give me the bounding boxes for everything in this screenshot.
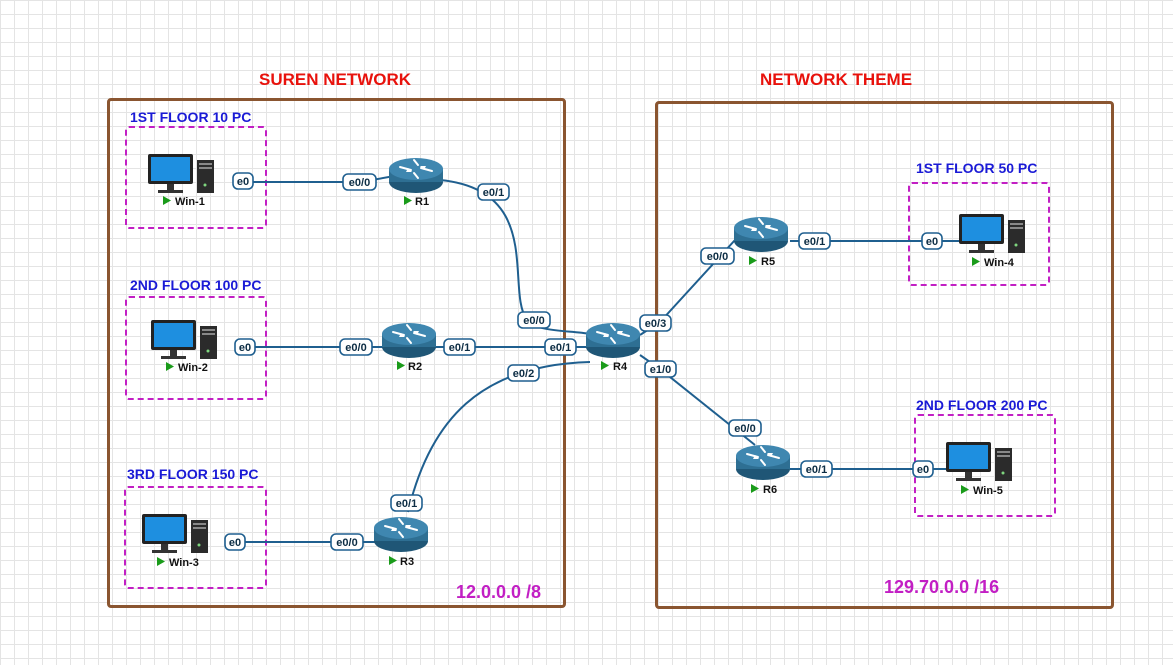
right-subnet-label: 129.70.0.0 /16 (884, 577, 1000, 597)
port-r1-e01[interactable]: e0/1 (477, 183, 510, 201)
floor-label-2: 2ND FLOOR 100 PC (130, 277, 262, 293)
port-r5-e00[interactable]: e0/0 (700, 247, 735, 265)
svg-text:e0/1: e0/1 (806, 464, 827, 476)
svg-text:e0/0: e0/0 (345, 342, 366, 354)
svg-text:e0/1: e0/1 (396, 498, 417, 510)
svg-text:e0/1: e0/1 (483, 187, 504, 199)
left-subnet-label: 12.0.0.0 /8 (456, 582, 542, 602)
svg-text:e0/0: e0/0 (734, 423, 755, 435)
port-r4-e03[interactable]: e0/3 (639, 314, 672, 332)
run-indicator-icon (157, 557, 165, 566)
left-network-title: SUREN NETWORK (259, 70, 412, 89)
run-indicator-icon (389, 556, 397, 565)
pc-win2[interactable] (151, 320, 217, 359)
run-indicator-icon (972, 257, 980, 266)
port-r4-e10[interactable]: e1/0 (644, 360, 677, 378)
label-r2: R2 (408, 361, 422, 373)
run-indicator-icon (751, 484, 759, 493)
label-win4: Win-4 (984, 257, 1015, 269)
router-r6[interactable] (735, 444, 791, 481)
router-r2[interactable] (381, 322, 437, 359)
port-win5-e0[interactable]: e0 (912, 460, 934, 478)
run-indicator-icon (961, 485, 969, 494)
svg-text:e0/2: e0/2 (513, 368, 534, 380)
svg-text:e0/0: e0/0 (523, 315, 544, 327)
floor-label-5: 2ND FLOOR 200 PC (916, 397, 1048, 413)
svg-text:e0: e0 (229, 537, 241, 549)
port-r4-e01[interactable]: e0/1 (544, 338, 577, 356)
port-win4-e0[interactable]: e0 (921, 232, 943, 250)
port-r1-e00[interactable]: e0/0 (342, 173, 377, 191)
port-r6-e01[interactable]: e0/1 (800, 460, 833, 478)
run-indicator-icon (404, 196, 412, 205)
label-win5: Win-5 (973, 485, 1003, 497)
floor-box-4 (908, 182, 1050, 286)
floor-label-3: 3RD FLOOR 150 PC (127, 466, 259, 482)
label-r5: R5 (761, 256, 775, 268)
pc-win3[interactable] (142, 514, 208, 553)
label-r4: R4 (613, 361, 628, 373)
svg-text:e1/0: e1/0 (650, 364, 671, 376)
label-r6: R6 (763, 484, 777, 496)
floor-box-3 (124, 486, 267, 589)
right-network-zone (655, 101, 1114, 609)
link-r1-r4 (439, 179, 591, 335)
port-r2-e00[interactable]: e0/0 (339, 338, 373, 356)
port-r2-e01[interactable]: e0/1 (443, 338, 476, 356)
right-network-title: NETWORK THEME (760, 70, 913, 89)
floor-box-1 (125, 126, 267, 229)
router-r5[interactable] (733, 216, 789, 253)
label-win3: Win-3 (169, 557, 199, 569)
run-indicator-icon (397, 361, 405, 370)
port-r4-e02[interactable]: e0/2 (507, 364, 540, 382)
link-r3-r4 (407, 361, 591, 513)
svg-text:e0: e0 (926, 236, 938, 248)
floor-label-4: 1ST FLOOR 50 PC (916, 160, 1038, 176)
router-r4[interactable] (585, 322, 641, 359)
port-win2-e0[interactable]: e0 (234, 338, 256, 356)
svg-text:e0/1: e0/1 (449, 342, 470, 354)
svg-text:e0: e0 (239, 342, 251, 354)
svg-text:e0/1: e0/1 (804, 236, 825, 248)
port-r3-e01[interactable]: e0/1 (390, 494, 423, 512)
pc-win4[interactable] (959, 214, 1025, 253)
port-r4-e00[interactable]: e0/0 (517, 311, 551, 329)
run-indicator-icon (749, 256, 757, 265)
run-indicator-icon (166, 362, 174, 371)
port-r6-e00[interactable]: e0/0 (728, 419, 762, 437)
port-r5-e01[interactable]: e0/1 (798, 232, 831, 250)
port-win1-e0[interactable]: e0 (232, 172, 254, 190)
port-win3-e0[interactable]: e0 (224, 533, 246, 551)
svg-text:e0: e0 (237, 176, 249, 188)
port-r3-e00[interactable]: e0/0 (330, 533, 364, 551)
svg-text:e0: e0 (917, 464, 929, 476)
pc-win1[interactable] (148, 154, 214, 193)
svg-text:e0/0: e0/0 (707, 251, 728, 263)
label-r1: R1 (415, 196, 429, 208)
floor-label-1: 1ST FLOOR 10 PC (130, 109, 252, 125)
run-indicator-icon (163, 196, 171, 205)
run-indicator-icon (601, 361, 609, 370)
svg-text:e0/1: e0/1 (550, 342, 571, 354)
label-win2: Win-2 (178, 362, 208, 374)
router-r3[interactable] (373, 516, 429, 553)
label-win1: Win-1 (175, 196, 205, 208)
svg-text:e0/0: e0/0 (349, 177, 370, 189)
label-r3: R3 (400, 556, 414, 568)
svg-text:e0/3: e0/3 (645, 318, 666, 330)
pc-win5[interactable] (946, 442, 1012, 481)
svg-text:e0/0: e0/0 (336, 537, 357, 549)
router-r1[interactable] (388, 157, 444, 194)
